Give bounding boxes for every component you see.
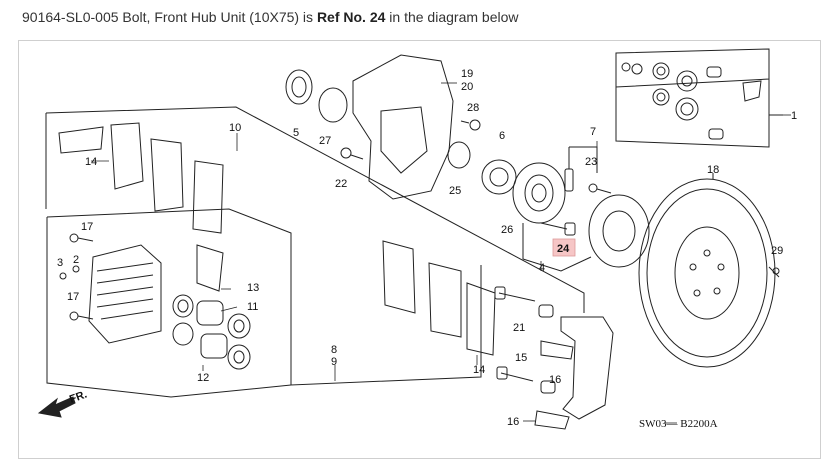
label-6[interactable]: 6: [499, 130, 505, 142]
label-7[interactable]: 7: [590, 126, 596, 138]
hub-18: [588, 194, 650, 268]
label-17-upper[interactable]: 17: [81, 221, 93, 233]
label-2[interactable]: 2: [73, 254, 79, 266]
ring-27: [318, 87, 348, 123]
hub-unit-4: [512, 162, 566, 224]
label-28[interactable]: 28: [467, 102, 479, 114]
label-14-lower[interactable]: 14: [473, 364, 485, 376]
piston-seals: [172, 244, 251, 370]
label-29[interactable]: 29: [771, 245, 783, 257]
part-25: [447, 141, 471, 169]
label-26[interactable]: 26: [501, 224, 513, 236]
brake-pads-lower: [382, 240, 496, 356]
label-3[interactable]: 3: [57, 257, 63, 269]
splash-shield: [352, 54, 454, 200]
label-21[interactable]: 21: [513, 322, 525, 334]
label-16-lower[interactable]: 16: [507, 416, 519, 428]
label-8[interactable]: 8: [331, 344, 337, 356]
caption-ref: Ref No. 24: [316, 9, 386, 25]
tone-ring-6: [481, 159, 517, 195]
brake-disc: [638, 173, 776, 368]
label-23[interactable]: 23: [585, 156, 597, 168]
parts-diagram: 19 20 5 27 28 6 7 23 18 1 10 14 22 25 26…: [37, 48, 797, 430]
brake-pads-upper: [58, 122, 224, 234]
caliper-body: [59, 233, 162, 344]
label-27[interactable]: 27: [319, 135, 331, 147]
kit-box-1: [615, 48, 783, 148]
label-10[interactable]: 10: [229, 122, 241, 134]
label-18[interactable]: 18: [707, 164, 719, 176]
label-24[interactable]: 24: [557, 243, 570, 255]
label-4[interactable]: 4: [539, 262, 545, 274]
assembly-outline-10: [45, 106, 585, 313]
label-17-lower[interactable]: 17: [67, 291, 79, 303]
label-9[interactable]: 9: [331, 356, 337, 368]
direction-arrow: [37, 396, 76, 418]
page-caption: 90164-SL0-005 Bolt, Front Hub Unit (10X7…: [22, 9, 518, 25]
label-5[interactable]: 5: [293, 127, 299, 139]
caliper-bracket: [494, 286, 614, 430]
label-1[interactable]: 1: [791, 110, 797, 122]
label-20[interactable]: 20: [461, 81, 473, 93]
label-11[interactable]: 11: [247, 301, 258, 313]
label-12[interactable]: 12: [197, 372, 209, 384]
label-19[interactable]: 19: [461, 68, 473, 80]
parts-diagram-frame: 19 20 5 27 28 6 7 23 18 1 10 14 22 25 26…: [18, 40, 821, 459]
seal-5: [285, 69, 313, 105]
label-13[interactable]: 13: [247, 282, 259, 294]
label-15[interactable]: 15: [515, 352, 527, 364]
caption-tail: in the diagram below: [389, 9, 519, 25]
bolt-24: [540, 222, 576, 236]
direction-label: FR.: [68, 388, 89, 405]
ref-24-highlight: [552, 238, 576, 257]
label-25[interactable]: 25: [449, 185, 461, 197]
label-16-upper[interactable]: 16: [549, 374, 561, 386]
diagram-code: SW03— B2200A: [639, 418, 718, 430]
assembly-outline-8-9: [46, 208, 482, 386]
caption-part: 90164-SL0-005 Bolt, Front Hub Unit (10X7…: [22, 9, 314, 25]
label-14-upper[interactable]: 14: [85, 156, 97, 168]
label-22[interactable]: 22: [335, 178, 347, 190]
